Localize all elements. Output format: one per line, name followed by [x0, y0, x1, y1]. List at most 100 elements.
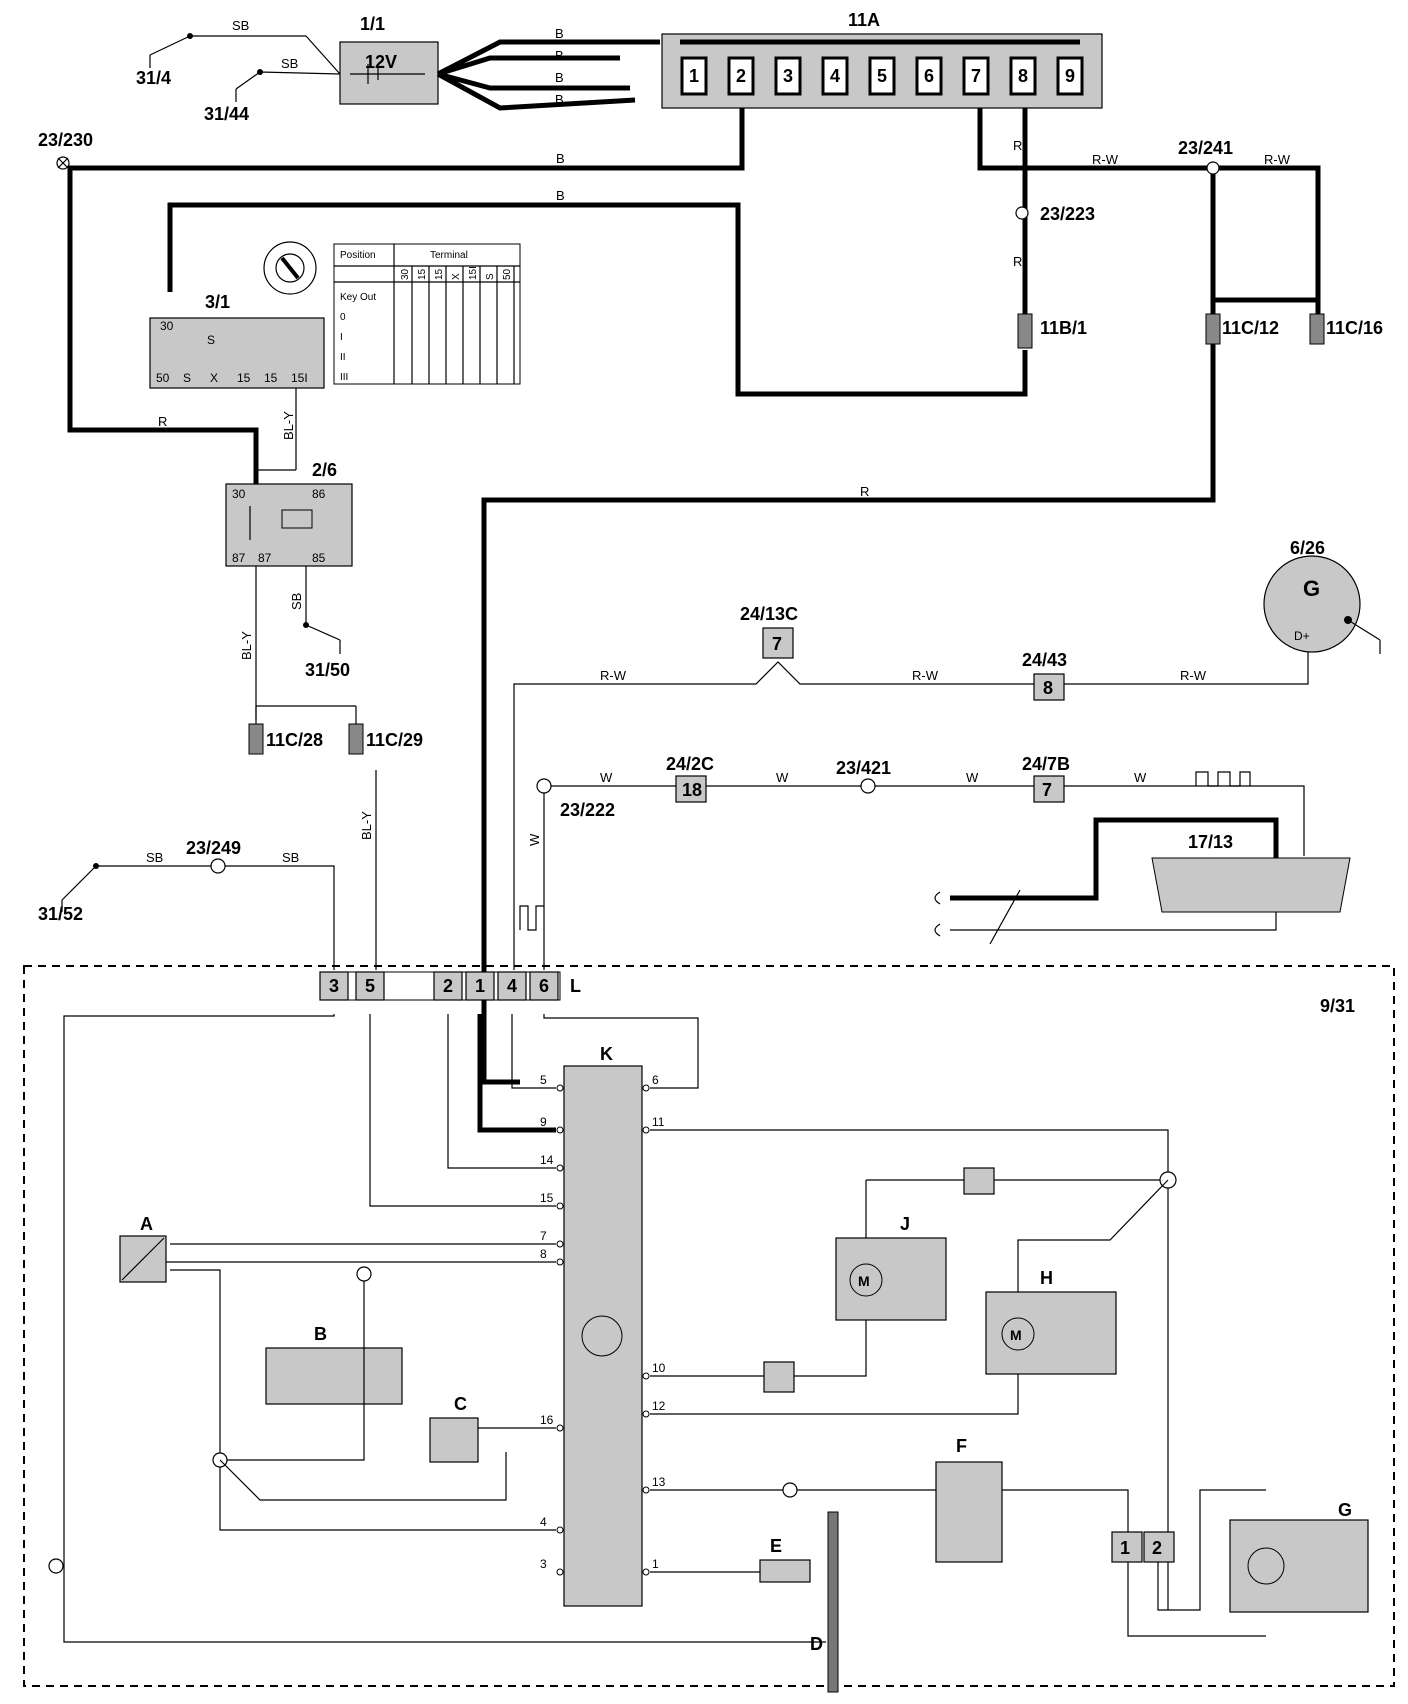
- wire-label-rw-2: R-W: [1264, 152, 1291, 167]
- ecu-pin: 12: [652, 1399, 666, 1413]
- fuse-2: 2: [727, 56, 755, 96]
- label-A: A: [140, 1214, 153, 1234]
- fuse-3: 3: [774, 56, 802, 96]
- switch-pin-s: S: [207, 333, 215, 347]
- pin-24-2C: 18: [682, 780, 702, 800]
- ecu-pin: 4: [540, 1515, 547, 1529]
- feed-11C: 23/241 R-W R-W R 11C/12 11C/16: [481, 108, 1383, 1085]
- pin-number: 4: [507, 976, 517, 996]
- table-col-label: S: [485, 273, 496, 280]
- pin-24-7B: 7: [1042, 780, 1052, 800]
- wire-label-sb-4: SB: [146, 850, 163, 865]
- label-E: E: [770, 1536, 782, 1556]
- label-D: D: [810, 1634, 823, 1654]
- battery-1-1: 1/1 12V: [339, 14, 439, 105]
- label-23-230: 23/230: [38, 130, 93, 150]
- ecu-pin: 14: [540, 1153, 554, 1167]
- label-K: K: [600, 1044, 613, 1064]
- wire-label-sb-2: SB: [281, 56, 298, 71]
- connector-L-pin-4: 4: [497, 971, 527, 1001]
- label-24-13C: 24/13C: [740, 604, 798, 624]
- table-col-label: X: [451, 273, 462, 280]
- label-24-43: 24/43: [1022, 650, 1067, 670]
- label-31-4: 31/4: [136, 68, 171, 88]
- battery-voltage: 12V: [365, 52, 397, 72]
- fuse-number: 1: [689, 66, 699, 86]
- wire-label-b-2: B: [555, 48, 564, 63]
- label-H: H: [1040, 1268, 1053, 1288]
- wire-label-sb-1: SB: [232, 18, 249, 33]
- table-row-label: III: [340, 372, 348, 383]
- label-23-249: 23/249: [186, 838, 241, 858]
- label-11C-28: 11C/28: [266, 730, 323, 750]
- label-31-52: 31/52: [38, 904, 83, 924]
- feed-23-230: 23/230 B R: [38, 108, 745, 488]
- relay-pin-87: 87: [232, 551, 246, 565]
- wire-label-w-2: W: [776, 770, 789, 785]
- wire-label-w-1: W: [600, 770, 613, 785]
- fuse-5: 5: [868, 56, 896, 96]
- wire-label-b-6: B: [556, 188, 565, 203]
- ground-31-44: 31/44 SB: [204, 56, 341, 124]
- ecu-pin: 13: [652, 1475, 666, 1489]
- label-B: B: [314, 1324, 327, 1344]
- wire-label-rw-3: R-W: [600, 668, 627, 683]
- connector-L-pin-2: 2: [433, 971, 463, 1001]
- label-17-13: 17/13: [1188, 832, 1233, 852]
- wire-label-bly-3: BL-Y: [359, 811, 374, 840]
- ignition-key: [263, 241, 317, 295]
- wire-label-b-3: B: [555, 70, 564, 85]
- ecu-pin: 10: [652, 1361, 666, 1375]
- label-23-222: 23/222: [560, 800, 615, 820]
- wire-label-sb-3: SB: [289, 593, 304, 610]
- fuse-number: 2: [736, 66, 746, 86]
- fuse-6: 6: [915, 56, 943, 96]
- label-23-421: 23/421: [836, 758, 891, 778]
- fuse-1: 1: [680, 56, 708, 96]
- label-31-44: 31/44: [204, 104, 249, 124]
- label-J: J: [900, 1214, 910, 1234]
- table-col-label: 15: [417, 268, 428, 280]
- relay-pin-86: 86: [312, 487, 326, 501]
- label-1-1: 1/1: [360, 14, 385, 34]
- wire-label-r-2: R: [1013, 138, 1022, 153]
- table-row-label: 0: [340, 312, 346, 323]
- wire-label-b-4: B: [555, 92, 564, 107]
- connector-L-pin-6: 6: [529, 971, 559, 1001]
- pin-number: 5: [365, 976, 375, 996]
- ecu-pin: 9: [540, 1115, 547, 1129]
- label-G: G: [1338, 1500, 1352, 1520]
- motor-J-symbol: M: [858, 1273, 870, 1289]
- connector-pin-1: 1: [1120, 1538, 1130, 1558]
- label-23-241: 23/241: [1178, 138, 1233, 158]
- battery-cables: B B B B: [436, 26, 660, 111]
- table-col-label: 15I: [468, 266, 479, 280]
- generator-pin-d: D+: [1294, 629, 1310, 643]
- table-col-label: 30: [400, 268, 411, 280]
- switch-pin: 15: [264, 371, 278, 385]
- label-3-1: 3/1: [205, 292, 230, 312]
- ecu-pin: 5: [540, 1073, 547, 1087]
- pin-number: 1: [475, 976, 485, 996]
- wire-label-b-1: B: [555, 26, 564, 41]
- label-11C-16: 11C/16: [1326, 318, 1383, 338]
- pin-24-13C: 7: [772, 634, 782, 654]
- label-31-50: 31/50: [305, 660, 350, 680]
- relay-pin-87b: 87: [258, 551, 272, 565]
- wire-label-r-4: R: [860, 484, 869, 499]
- switch-pin: 15: [237, 371, 251, 385]
- ecu-pin: 16: [540, 1413, 554, 1427]
- label-6-26: 6/26: [1290, 538, 1325, 558]
- fuse-number: 7: [971, 66, 981, 86]
- fuse-number: 9: [1065, 66, 1075, 86]
- ground-31-52: 23/249 31/52 SB SB: [38, 838, 335, 970]
- relay-pin-85: 85: [312, 551, 326, 565]
